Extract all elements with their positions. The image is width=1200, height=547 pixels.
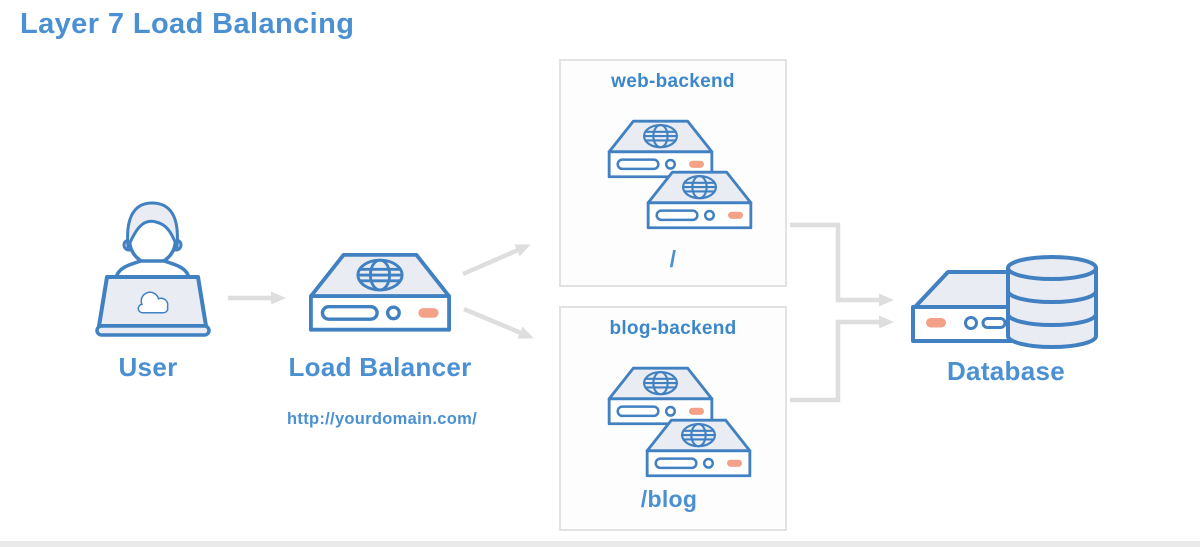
web-backend-box	[559, 59, 787, 287]
bottom-divider-bar	[0, 541, 1200, 547]
blog-backend-header: blog-backend	[609, 318, 737, 339]
load-balancer-url: http://yourdomain.com/	[287, 410, 477, 428]
user-label: User	[118, 352, 178, 382]
web-backend-header: web-backend	[611, 71, 735, 92]
edge-load-balancer-to-web-backend	[462, 244, 531, 277]
load-balancer-icon	[308, 252, 452, 332]
edge-web-backend-to-database	[790, 222, 894, 307]
database-cylinder-icon	[1006, 255, 1098, 349]
cloud-icon	[137, 291, 169, 314]
edge-load-balancer-to-blog-backend	[463, 306, 534, 339]
blog-backend-box	[559, 306, 787, 531]
user-hair	[126, 201, 179, 249]
database-label: Database	[946, 356, 1066, 386]
blog-backend-route: /blog	[640, 486, 698, 512]
load-balancer-label: Load Balancer	[288, 352, 472, 382]
user-icon	[95, 201, 211, 337]
diagram-title: Layer 7 Load Balancing	[20, 8, 355, 40]
web-backend-route: /	[669, 246, 677, 272]
edge-blog-backend-to-database	[790, 315, 894, 403]
database-icon	[911, 255, 1098, 349]
